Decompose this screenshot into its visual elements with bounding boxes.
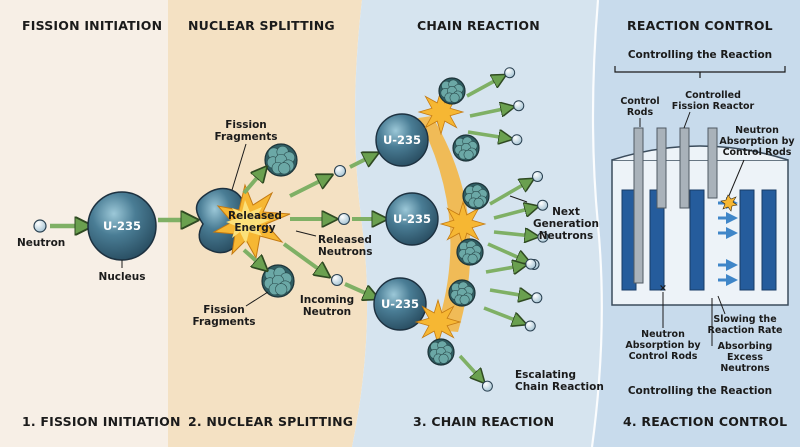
neutron-particle [525, 258, 537, 270]
u235-label-3: U-235 [393, 212, 431, 226]
fuel-rod [739, 189, 755, 291]
u235-nucleus-4 [373, 277, 427, 331]
label-absorption-top-1: Neutron [735, 125, 779, 136]
label-released-neutrons-2: Neutrons [318, 246, 373, 258]
control-rod [679, 127, 690, 209]
neutron-arrow [493, 208, 532, 220]
neutron-particle [537, 199, 549, 211]
fuel-rod [689, 189, 705, 291]
label-next-generation-1: Next [552, 206, 580, 218]
neutron-particle [537, 231, 549, 243]
fuel-rods [621, 189, 777, 291]
neutron-particle [511, 134, 523, 146]
chain-fragments [427, 77, 490, 366]
label-escalating-2: Chain Reaction [515, 381, 604, 393]
fuel-rod [761, 189, 777, 291]
control-rod [633, 127, 644, 284]
label-absorbing-2: Excess [727, 352, 763, 363]
label-control-rods-1: Control [620, 96, 659, 107]
label-fission-fragments-top-2: Fragments [214, 131, 277, 143]
neutron-arrow [467, 132, 506, 138]
label-fission-fragments-bottom-1: Fission [203, 304, 245, 316]
label-released-neutrons-1: Released [318, 234, 372, 246]
header-nuclear-splitting: NUCLEAR SPLITTING [188, 18, 335, 33]
u235-label-2: U-235 [383, 133, 421, 147]
label-incoming-neutron-1: Incoming [300, 294, 354, 306]
label-next-generation-2: Generation [533, 218, 599, 230]
label-controlling-top: Controlling the Reaction [628, 49, 772, 61]
neutron-arrow [458, 354, 480, 378]
absorption-x-mark: × [659, 283, 667, 294]
label-controlling-bottom: Controlling the Reaction [628, 385, 772, 397]
chain-neutron-arrows [458, 67, 549, 392]
label-fission-fragments-bottom-2: Fragments [192, 316, 255, 328]
footer-fission-initiation: 1. FISSION INITIATION [22, 414, 181, 429]
neutron-arrow [489, 182, 528, 206]
absorption-burst-icon [720, 194, 738, 212]
u235-nucleus-2 [375, 113, 429, 167]
label-absorption-bottom-2: Absorption by [625, 340, 701, 351]
neutron-particle [481, 380, 493, 392]
neutron-particle [513, 100, 525, 112]
control-rod [656, 127, 667, 209]
label-absorption-top-3: Control Rods [723, 147, 792, 158]
label-neutron: Neutron [17, 237, 65, 249]
header-chain-reaction: CHAIN REACTION [417, 18, 540, 33]
label-escalating-1: Escalating [515, 369, 576, 381]
label-absorbing-3: Neutrons [720, 363, 770, 374]
control-rod [707, 127, 718, 199]
label-fission-fragments-top-1: Fission [225, 119, 267, 131]
label-slowing-2: Reaction Rate [708, 325, 783, 336]
control-rods [633, 127, 718, 284]
label-absorption-top-2: Absorption by [719, 136, 795, 147]
label-controlled-reactor-2: Fission Reactor [672, 101, 755, 112]
footer-chain-reaction: 3. CHAIN REACTION [413, 414, 554, 429]
label-released-energy-2: Energy [234, 222, 275, 234]
neutron-particle [532, 170, 544, 182]
u235-label-4: U-235 [381, 297, 419, 311]
neutron-arrow [466, 78, 500, 98]
neutron-particle [504, 67, 516, 79]
label-absorbing-1: Absorbing [718, 341, 773, 352]
neutron-arrow [487, 242, 524, 260]
neutron-arrow [493, 232, 532, 236]
fission-fragment-bottom [261, 264, 295, 298]
label-incoming-neutron-2: Neutron [303, 306, 351, 318]
neutron-particle [531, 292, 543, 304]
footer-nuclear-splitting: 2. NUCLEAR SPLITTING [188, 414, 353, 429]
header-fission-initiation: FISSION INITIATION [22, 18, 162, 33]
chain-reaction-glow [418, 116, 471, 332]
label-slowing-1: Slowing the [713, 314, 776, 325]
neutron-arrow [485, 266, 520, 272]
footer-reaction-control: 4. REACTION CONTROL [623, 414, 787, 429]
header-reaction-control: REACTION CONTROL [627, 18, 773, 33]
neutron-particle [524, 320, 536, 332]
label-released-energy-1: Released [228, 210, 282, 222]
neutron-arrow [483, 306, 520, 322]
u235-nucleus-3 [385, 192, 439, 246]
label-absorption-bottom-1: Neutron [641, 329, 685, 340]
energy-flashes-chain [414, 88, 487, 346]
u235-label-1: U-235 [103, 219, 141, 233]
label-absorption-bottom-3: Control Rods [629, 351, 698, 362]
label-next-generation-3: Neutrons [539, 230, 594, 242]
label-control-rods-2: Rods [627, 107, 654, 118]
neutron-arrow [489, 290, 526, 296]
neutron-arrow [469, 108, 508, 118]
incoming-neutron-particle [33, 219, 47, 233]
label-nucleus: Nucleus [99, 271, 146, 283]
label-controlled-reactor-1: Controlled [685, 90, 741, 101]
fission-fragment-top [264, 143, 298, 177]
energy-flash [414, 298, 462, 346]
